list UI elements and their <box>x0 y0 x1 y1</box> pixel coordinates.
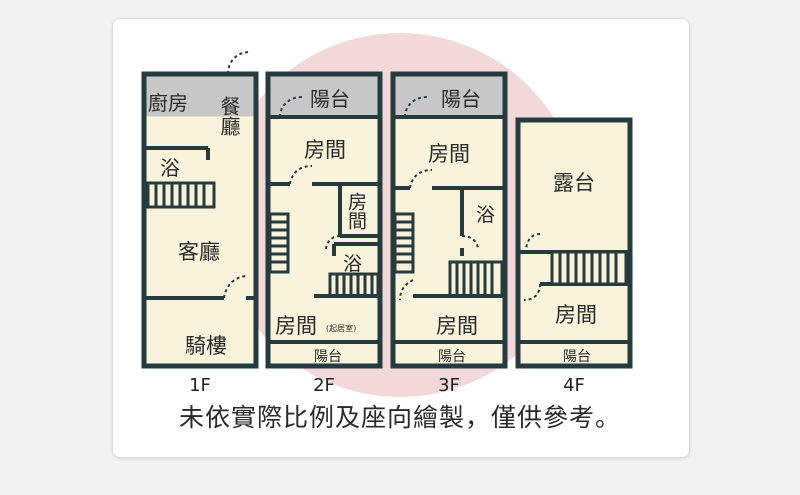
room-living: 客廳 <box>178 240 220 264</box>
room-3f-balcony-top: 陽台 <box>441 87 481 111</box>
room-3f-bath: 浴 <box>476 204 495 226</box>
disclaimer-caption: 未依實際比例及座向繪製，僅供參考。 <box>178 403 621 432</box>
room-2f-room-top: 房間 <box>304 138 346 162</box>
room-3f-room-top: 房間 <box>428 142 470 166</box>
floor-label-1f: 1F <box>189 375 211 396</box>
room-3f-room-bottom: 房間 <box>436 314 478 338</box>
room-2f-room-bottom: 房間 <box>275 314 317 338</box>
room-4f-balcony-bottom: 陽台 <box>563 349 591 365</box>
floor-1f <box>141 51 259 369</box>
room-2f-bath: 浴 <box>343 253 362 275</box>
floor-3f <box>390 71 508 369</box>
floor-label-3f: 3F <box>438 375 460 396</box>
floor-label-2f: 2F <box>313 375 335 396</box>
floor-label-4f: 4F <box>563 375 585 396</box>
floor-4f <box>515 117 633 369</box>
room-2f-balcony-bottom: 陽台 <box>314 349 342 365</box>
room-dining: 餐廳 <box>217 96 241 136</box>
room-kitchen: 廚房 <box>148 91 188 115</box>
stairs <box>146 181 216 209</box>
room-2f-balcony-top: 陽台 <box>310 87 350 111</box>
room-2f-room-note: (起居室) <box>326 323 356 333</box>
room-arcade: 騎樓 <box>185 334 227 358</box>
room-3f-balcony-bottom: 陽台 <box>438 349 466 365</box>
room-1f-bath: 浴 <box>160 156 180 180</box>
room-4f-room: 房間 <box>555 303 597 327</box>
room-2f-room-mid: 房間 <box>345 192 367 230</box>
floor-2f <box>265 71 383 369</box>
room-4f-terrace: 露台 <box>553 171 595 195</box>
